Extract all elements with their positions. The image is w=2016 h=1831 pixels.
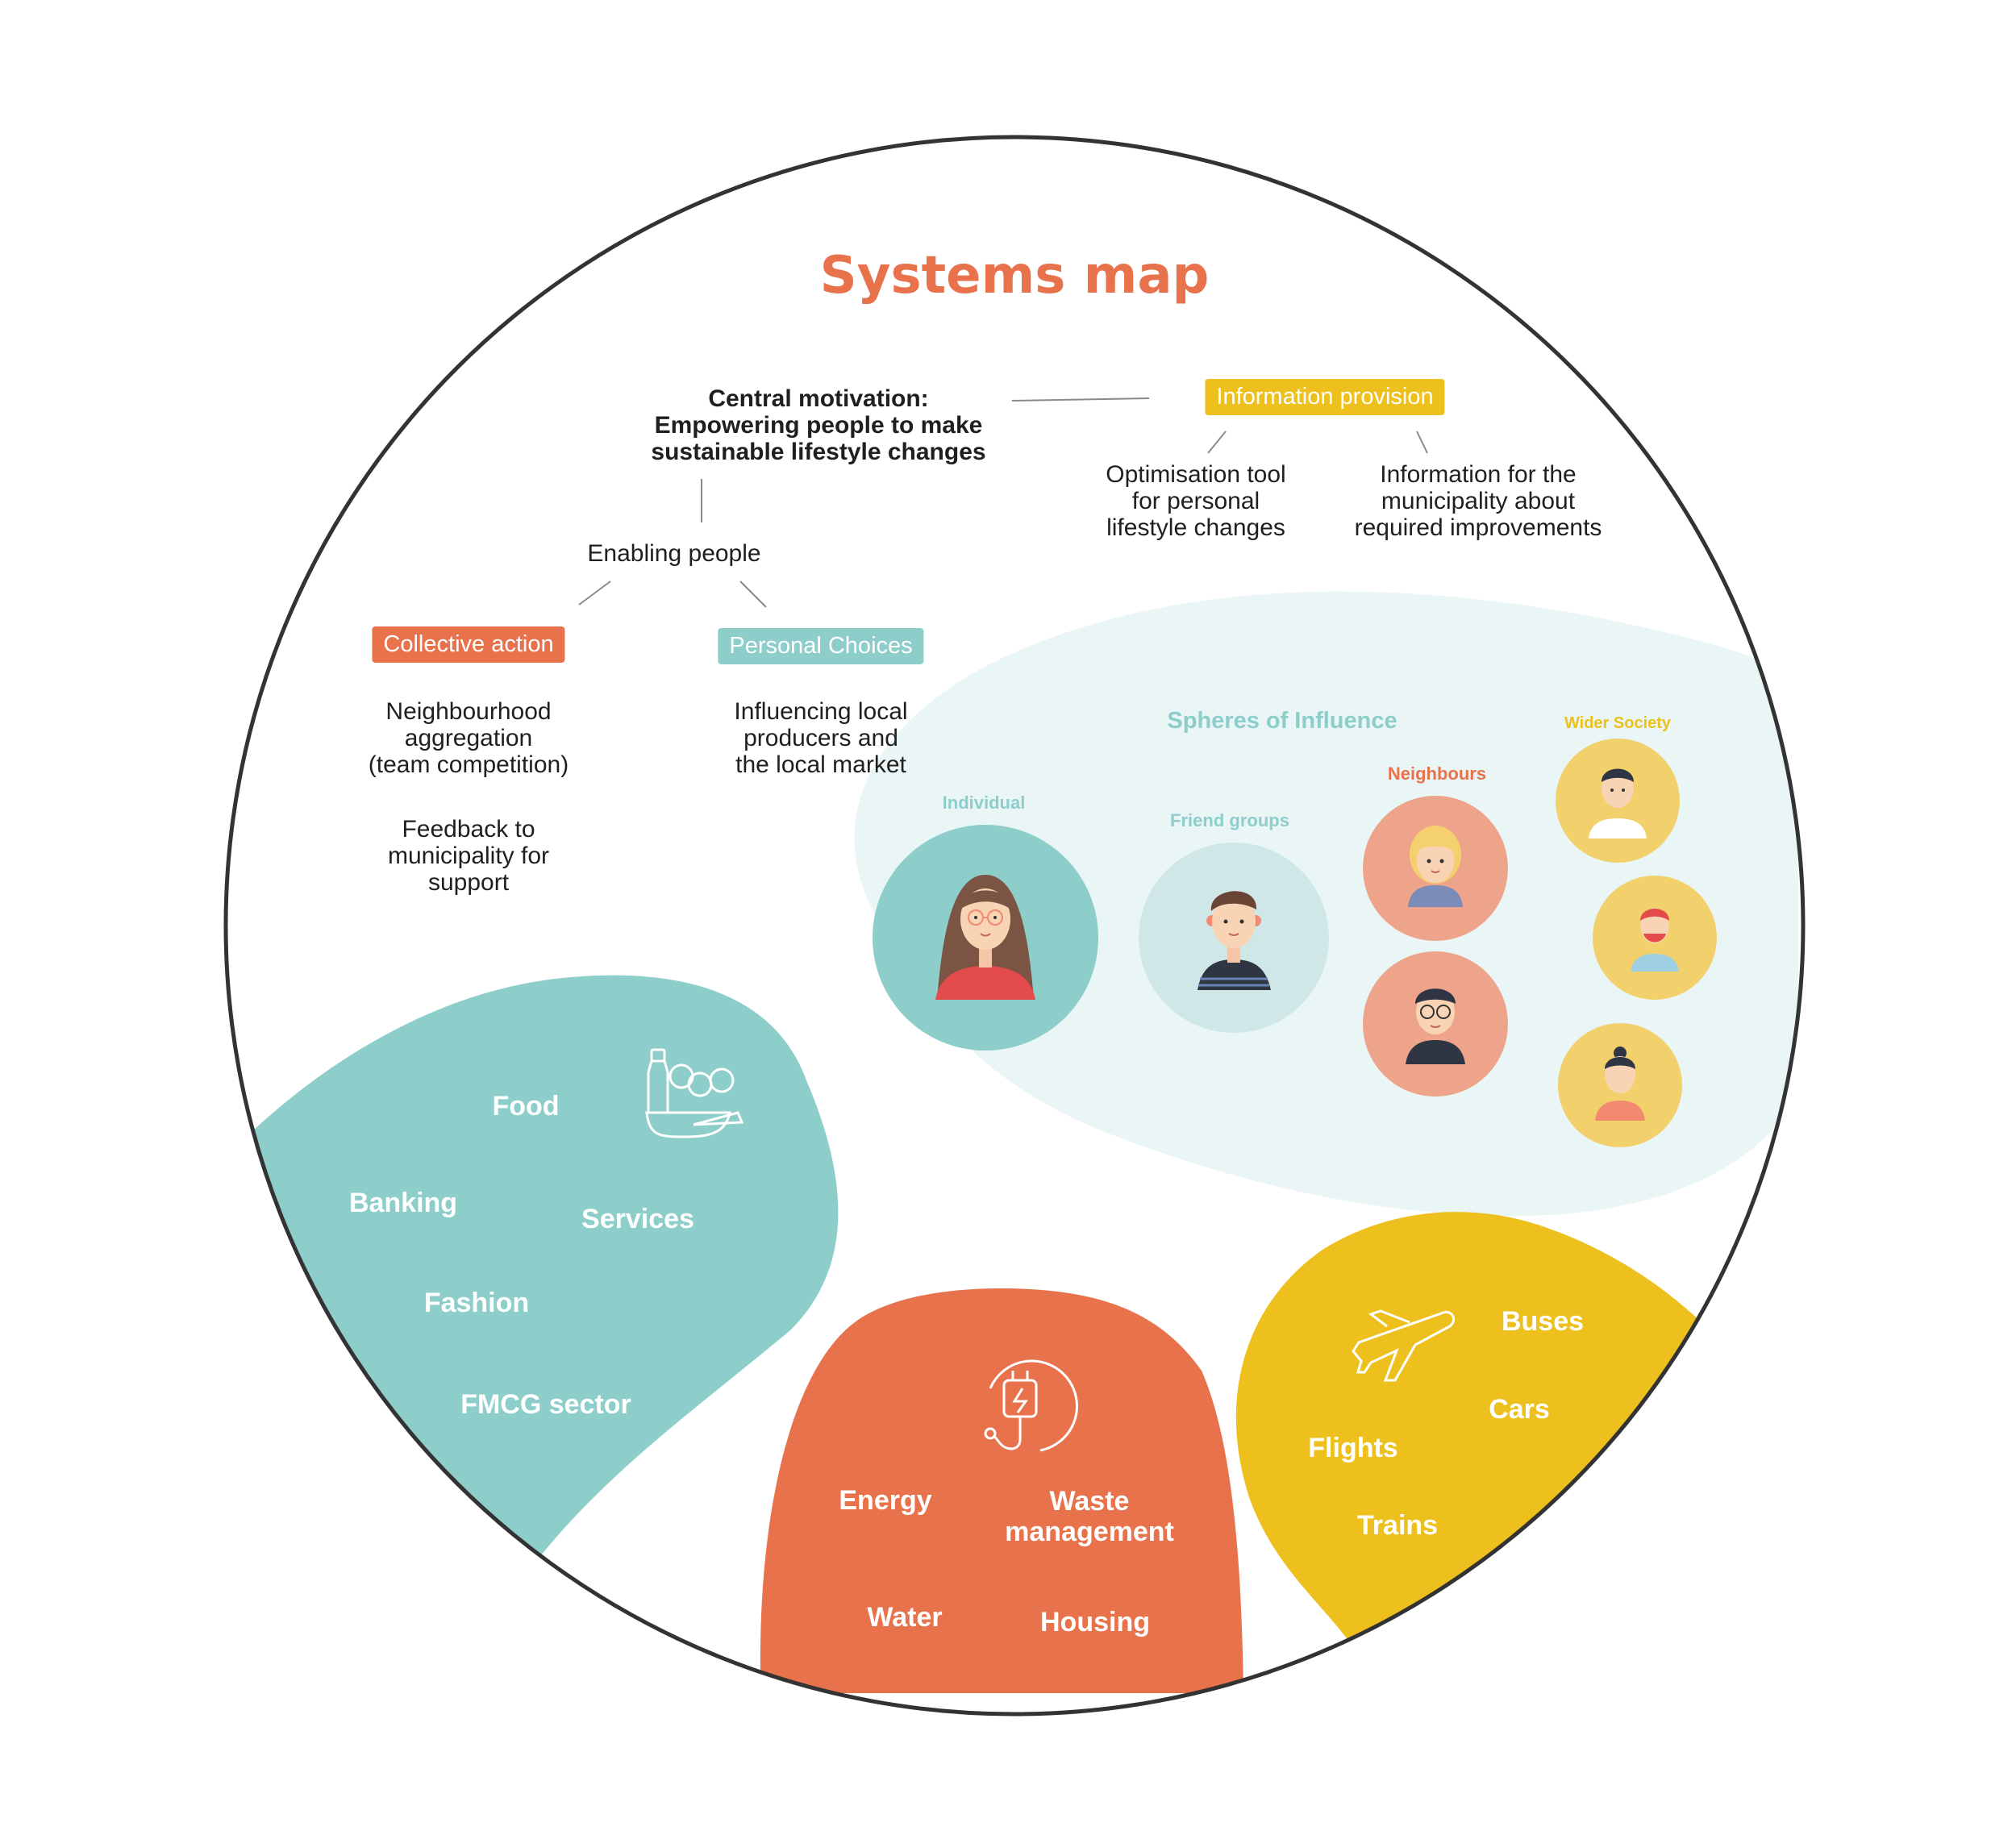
sector-food: Food — [492, 1091, 560, 1121]
sector-cars: Cars — [1489, 1394, 1550, 1425]
society-avatar-1 — [1556, 739, 1680, 863]
food-basket-icon — [645, 1048, 744, 1138]
individual-avatar — [873, 825, 1098, 1051]
airplane-icon — [1352, 1309, 1456, 1382]
plug-icon — [984, 1359, 1078, 1452]
central-motivation-line3: sustainable lifestyle changes — [651, 439, 986, 465]
society-avatar-2 — [1593, 876, 1717, 1000]
municipality-info-text: Information for the municipality about r… — [1354, 461, 1602, 541]
personal-choices-item-1: Influencing local producers and the loca… — [734, 698, 908, 778]
friend-groups-label: Friend groups — [1170, 810, 1289, 830]
sector-housing: Housing — [1040, 1607, 1150, 1637]
sector-fashion: Fashion — [423, 1288, 530, 1318]
central-motivation: Central motivation: Empowering people to… — [651, 385, 985, 465]
individual-label: Individual — [942, 793, 1026, 813]
enabling-people: Enabling people — [587, 540, 761, 567]
society-avatar-3 — [1558, 1023, 1682, 1147]
neighbour-avatar-1 — [1363, 796, 1508, 941]
connector-lines — [578, 397, 1428, 608]
central-motivation-line2: Empowering people to make — [654, 412, 983, 439]
personal-choices-tag: Personal Choices — [718, 628, 924, 664]
collective-action-item-2: Feedback to municipality for support — [387, 816, 550, 896]
optimisation-tool-text: Optimisation tool for personal lifestyle… — [1106, 461, 1286, 541]
collective-action-item-1: Neighbourhood aggregation (team competit… — [368, 698, 569, 778]
sector-waste-management: Waste management — [1005, 1486, 1174, 1547]
sector-fmcg: FMCG sector — [460, 1389, 631, 1420]
friend-avatar — [1139, 843, 1329, 1033]
sector-flights: Flights — [1308, 1433, 1398, 1463]
neighbour-avatar-2 — [1363, 951, 1508, 1097]
yellow-sector-blob — [1235, 1212, 1742, 1661]
sector-banking: Banking — [348, 1188, 458, 1218]
sector-trains: Trains — [1356, 1510, 1439, 1541]
spheres-region — [854, 591, 1798, 1217]
wider-society-label: Wider Society — [1564, 714, 1672, 732]
sector-buses: Buses — [1501, 1306, 1585, 1337]
page-title: Systems map — [819, 246, 1210, 306]
sector-energy: Energy — [839, 1485, 932, 1516]
sector-services: Services — [581, 1204, 694, 1234]
sector-water: Water — [867, 1602, 943, 1633]
outer-circle — [223, 135, 1806, 1717]
orange-sector-blob — [760, 1288, 1243, 1693]
teal-sector-blob — [226, 975, 839, 1556]
central-motivation-line1: Central motivation: — [708, 385, 929, 412]
neighbours-label: Neighbours — [1387, 764, 1487, 784]
collective-action-tag: Collective action — [372, 626, 565, 663]
spheres-title: Spheres of Influence — [1167, 708, 1397, 734]
information-provision-tag: Information provision — [1205, 379, 1445, 415]
